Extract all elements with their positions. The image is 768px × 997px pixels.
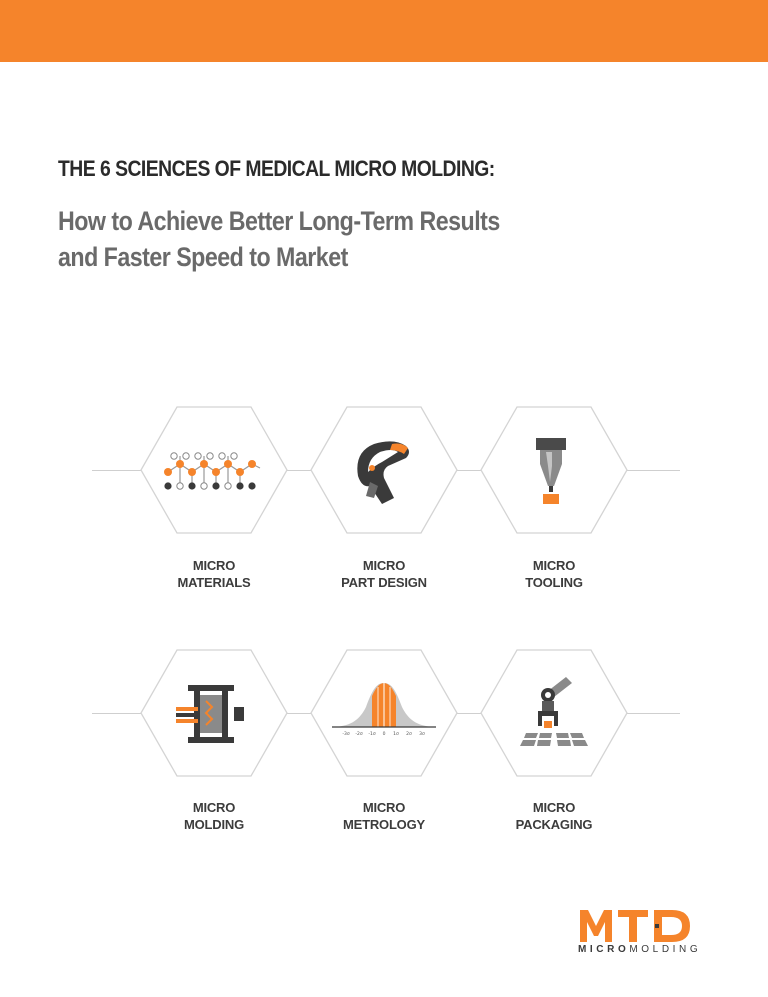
science-packaging-hexagon [480, 649, 628, 777]
tick-plus-2-sigma: 2σ [406, 731, 412, 737]
bell-curve-icon [332, 683, 436, 728]
science-label-molding: MICRO MOLDING [184, 800, 244, 832]
science-tooling-hexagon [480, 406, 628, 534]
tick-minus-1-sigma: -1σ [368, 731, 375, 737]
science-label-tooling: MICRO TOOLING [525, 558, 583, 590]
clamp-part-icon [357, 441, 409, 504]
tick-zero: 0 [383, 731, 386, 737]
subtitle-line-2: and Faster Speed to Market [58, 242, 348, 272]
science-part-design-hexagon [310, 406, 458, 534]
science-molding-hexagon [140, 649, 288, 777]
molecule-chain-icon [164, 452, 261, 490]
tick-plus-1-sigma: 1σ [393, 731, 399, 737]
robot-gripper-icon [520, 677, 588, 746]
nozzle-tool-icon [536, 438, 566, 504]
page-title: THE 6 SCIENCES OF MEDICAL MICRO MOLDING: [58, 156, 495, 181]
tick-plus-3-sigma: 3σ [419, 731, 425, 737]
mtd-logo [578, 908, 706, 964]
science-label-metrology: MICRO METROLOGY [343, 800, 425, 832]
top-banner [0, 0, 768, 62]
science-metrology-hexagon: -3σ -2σ -1σ 0 1σ 2σ 3σ [310, 649, 458, 777]
science-label-packaging: MICRO PACKAGING [515, 800, 593, 832]
bell-curve-axis-ticks: -3σ -2σ -1σ 0 1σ 2σ 3σ [342, 731, 425, 737]
tick-minus-3-sigma: -3σ [342, 731, 349, 737]
science-materials-hexagon [140, 406, 288, 534]
science-label-materials: MICRO MATERIALS [177, 558, 251, 590]
tick-minus-2-sigma: -2σ [355, 731, 362, 737]
logo-wordmark: MICROMOLDING [578, 944, 702, 955]
subtitle-line-1: How to Achieve Better Long-Term Results [58, 206, 500, 236]
injection-mold-icon [176, 685, 244, 743]
page-subtitle: How to Achieve Better Long-Term Results … [58, 203, 500, 275]
science-label-part-design: MICRO PART DESIGN [341, 558, 427, 590]
